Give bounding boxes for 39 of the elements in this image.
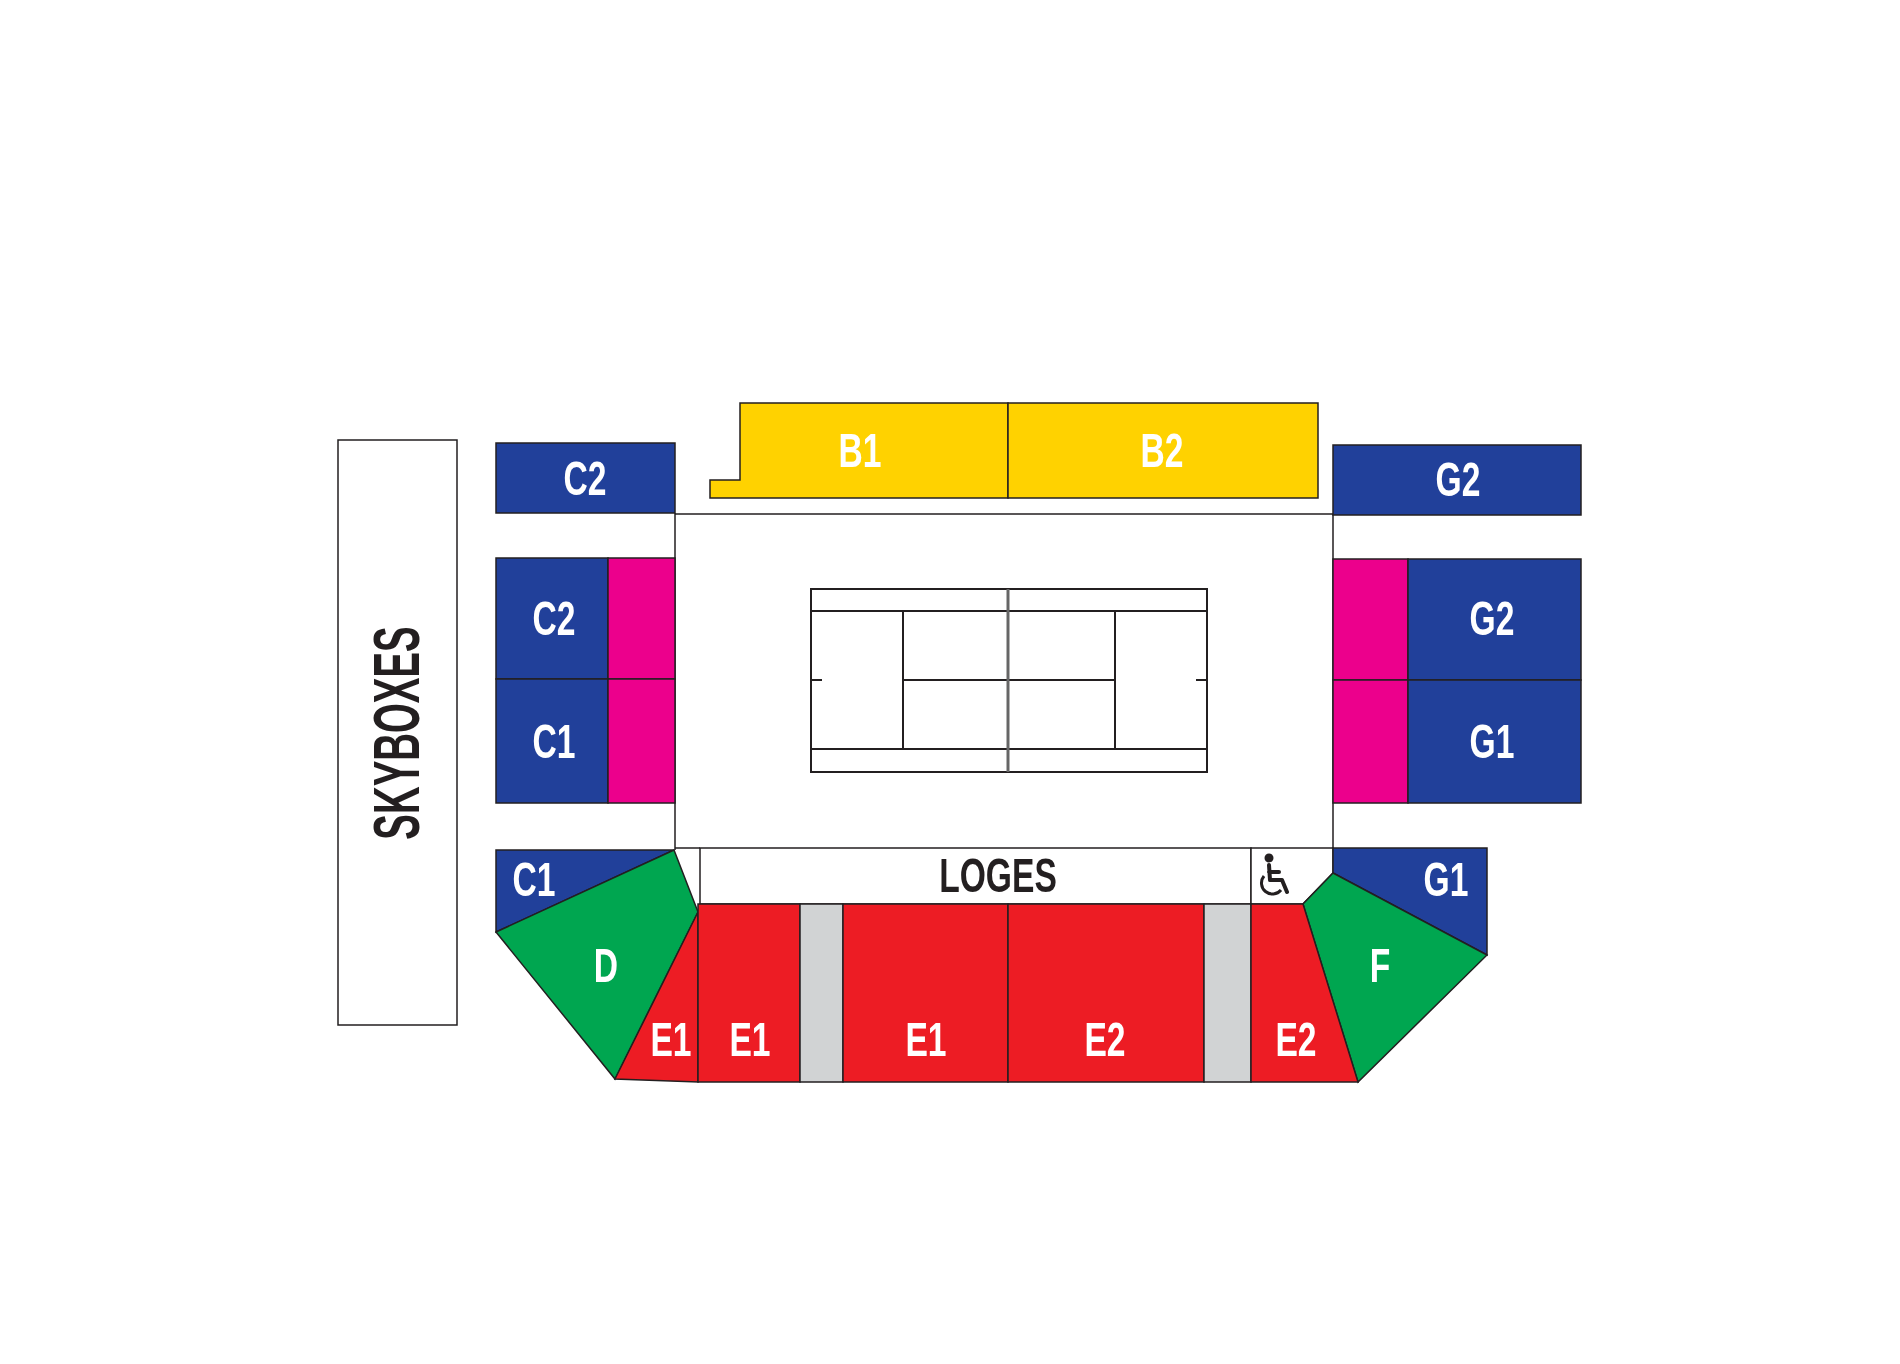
seating-section (495, 678, 609, 804)
loges-label: LOGES (939, 852, 1057, 900)
section-label: D (593, 942, 619, 990)
seating-section (1332, 679, 1409, 804)
section-label: G1 (1469, 718, 1515, 766)
section-label: C2 (563, 455, 607, 503)
section-label: E1 (650, 1016, 692, 1064)
section-label: C2 (532, 595, 576, 643)
seating-section (1407, 679, 1582, 804)
section-label: G2 (1435, 456, 1481, 504)
seating-section (495, 849, 699, 1080)
section-label: E1 (905, 1016, 947, 1064)
skyboxes-label: SKYBOXES (365, 626, 429, 840)
seating-section (697, 903, 801, 1083)
seating-section (495, 557, 609, 680)
seating-section (607, 557, 676, 680)
section-label: F (1369, 942, 1391, 990)
seating-section (1007, 402, 1319, 499)
section-label: E2 (1084, 1016, 1126, 1064)
seating-section (1250, 903, 1359, 1083)
seating-section (1332, 558, 1409, 681)
aisle (799, 903, 844, 1083)
section-label: G2 (1469, 595, 1515, 643)
seating-section (607, 678, 676, 804)
section-label: B2 (1140, 427, 1184, 475)
section-label: B1 (838, 427, 882, 475)
seating-section (842, 903, 1009, 1083)
seating-section (495, 442, 676, 514)
aisle (1203, 903, 1252, 1083)
seating-section (1007, 903, 1205, 1083)
seating-section (1332, 444, 1582, 516)
section-label: C1 (532, 718, 576, 766)
section-label: G1 (1423, 856, 1469, 904)
skybox-section (337, 439, 458, 1026)
section-label: E1 (729, 1016, 771, 1064)
seating-section (1407, 558, 1582, 681)
seating-section (709, 402, 1009, 499)
section-label: C1 (512, 856, 556, 904)
section-label: E2 (1275, 1016, 1317, 1064)
